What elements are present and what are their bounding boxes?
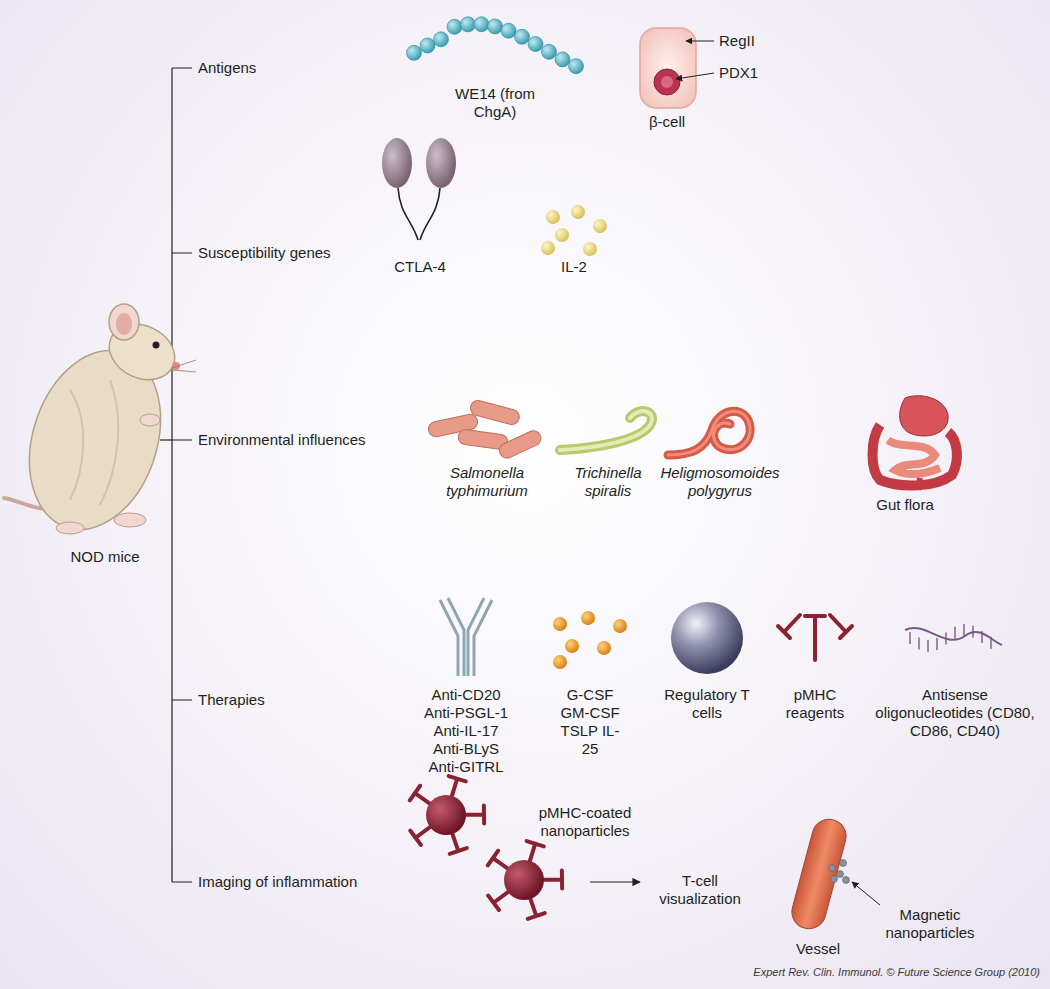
therapy-label: Anti-CD20 Anti-PSGL-1 Anti-IL-17 Anti-BL… [419, 686, 514, 776]
organism-label: Salmonella typhimurium [432, 464, 542, 500]
branch-label: Imaging of inflammation [198, 873, 357, 891]
antigen-label: β-cell [632, 113, 702, 131]
organism-title: NOD mice [55, 548, 155, 566]
therapy-label: Regulatory T cells [660, 686, 755, 722]
branch-label: Environmental influences [198, 431, 366, 449]
arrow [590, 881, 640, 882]
therapy-label: pMHC reagents [778, 686, 853, 722]
imaging-label: Magnetic nanoparticles [873, 906, 988, 942]
blood-vessel [788, 816, 880, 933]
gene-label: IL-2 [544, 258, 604, 276]
leader-line [676, 73, 714, 79]
leader-line [852, 882, 880, 905]
branch-label: Antigens [198, 59, 256, 77]
il2-molecules [541, 205, 607, 256]
leader-line [686, 41, 714, 42]
tree-bracket [160, 68, 192, 882]
pmhc-nanoparticles [410, 776, 562, 919]
credit-line: Expert Rev. Clin. Immunol. © Future Scie… [753, 965, 1040, 979]
imaging-label: T-cell visualization [645, 872, 755, 908]
trichinella-worm [560, 411, 652, 450]
antibody [440, 598, 492, 676]
t-cell [671, 602, 743, 674]
organism-label: Heligmosomoides polygyrus [653, 464, 788, 500]
salmonella-rods [427, 399, 543, 461]
imaging-label: Vessel [783, 940, 853, 958]
branch-label: Susceptibility genes [198, 244, 331, 262]
branch-label: Therapies [198, 691, 265, 709]
peptide-chain [407, 17, 584, 74]
gut-organs [873, 396, 957, 490]
therapy-label: G-CSF GM-CSF TSLP IL-25 [559, 686, 621, 758]
beta-cell [640, 28, 714, 108]
ctla4-dimer [382, 138, 456, 240]
antisense-strand [905, 624, 1002, 652]
therapy-label: Antisense oligonucleotides (CD80, CD86, … [875, 686, 1035, 740]
mouse-figure [4, 304, 196, 547]
imaging-label: pMHC-coated nanoparticles [530, 804, 640, 840]
cytokine-molecules [553, 611, 627, 669]
organism-label: Trichinella spiralis [563, 464, 653, 500]
part-label: RegII [719, 32, 755, 50]
part-label: PDX1 [719, 64, 758, 82]
heligmosomoides-worm [668, 411, 750, 455]
pmhc-reagents [778, 615, 852, 660]
antigen-label: WE14 (from ChgA) [445, 85, 545, 121]
gene-label: CTLA-4 [380, 258, 460, 276]
organism-label: Gut flora [860, 496, 950, 514]
